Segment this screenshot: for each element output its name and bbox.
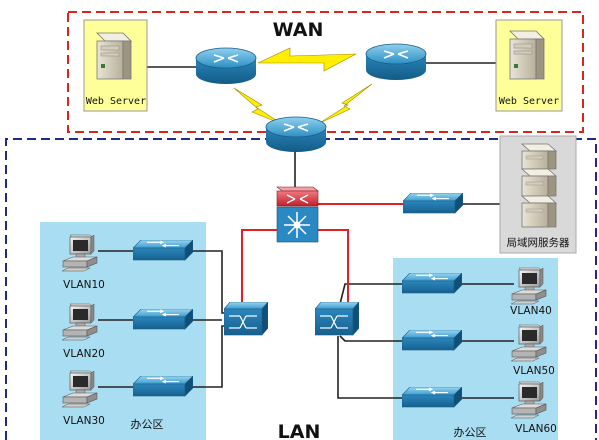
access-switch-vlan60[interactable] bbox=[402, 387, 462, 408]
vlan10-label: VLAN10 bbox=[63, 279, 105, 291]
vlan60-label: VLAN60 bbox=[515, 423, 557, 435]
lan-server[interactable]: 局域网服务器 bbox=[499, 135, 577, 254]
router-icon bbox=[195, 47, 257, 84]
access-switch-vlan20[interactable] bbox=[133, 309, 193, 330]
office-zone-left-label: 办公区 bbox=[131, 418, 164, 431]
link-l3-dist-left bbox=[241, 229, 277, 304]
office-zone-right-label: 办公区 bbox=[454, 426, 487, 439]
server-tower-icon bbox=[509, 30, 545, 80]
web-server-right[interactable]: Web Server bbox=[495, 19, 563, 112]
router-icon bbox=[365, 43, 427, 80]
link-dist-right-sw5 bbox=[339, 335, 402, 342]
vlan40-label: VLAN40 bbox=[510, 305, 552, 317]
serial-link-left bbox=[233, 87, 283, 125]
core-l3-switch[interactable] bbox=[276, 186, 319, 243]
wan-title: WAN bbox=[273, 19, 324, 41]
multilayer-switch-icon bbox=[276, 186, 319, 243]
server-tower-icon bbox=[96, 32, 132, 80]
router-icon bbox=[265, 116, 327, 152]
router-core[interactable] bbox=[265, 116, 327, 152]
access-switch-vlan30[interactable] bbox=[133, 376, 193, 397]
server-stack-icon bbox=[520, 143, 558, 228]
web-server-right-label: Web Server bbox=[499, 96, 559, 107]
access-switch-vlan40[interactable] bbox=[402, 273, 462, 294]
router-right[interactable] bbox=[365, 43, 427, 80]
web-server-left[interactable]: Web Server bbox=[83, 19, 148, 112]
serial-link-right bbox=[317, 83, 373, 125]
distribution-switch-right[interactable] bbox=[315, 302, 359, 336]
vlan20-label: VLAN20 bbox=[63, 348, 105, 360]
link-dist-right-sw6 bbox=[337, 336, 402, 399]
serial-link-top bbox=[257, 47, 357, 72]
lan-title: LAN bbox=[278, 421, 321, 440]
distribution-switch-left[interactable] bbox=[224, 302, 268, 336]
link-dist-right-sw4 bbox=[339, 283, 402, 305]
red-links bbox=[241, 203, 406, 304]
switch-lan-server[interactable] bbox=[403, 193, 463, 214]
router-left[interactable] bbox=[195, 47, 257, 84]
access-switch-vlan10[interactable] bbox=[133, 240, 193, 261]
vlan30-label: VLAN30 bbox=[63, 415, 105, 427]
link-l3-dist-right bbox=[313, 229, 349, 304]
wan-zone-border bbox=[67, 11, 584, 133]
lan-server-label: 局域网服务器 bbox=[507, 236, 570, 249]
web-server-left-label: Web Server bbox=[86, 96, 146, 107]
vlan50-label: VLAN50 bbox=[513, 365, 555, 377]
access-switch-vlan50[interactable] bbox=[402, 330, 462, 351]
